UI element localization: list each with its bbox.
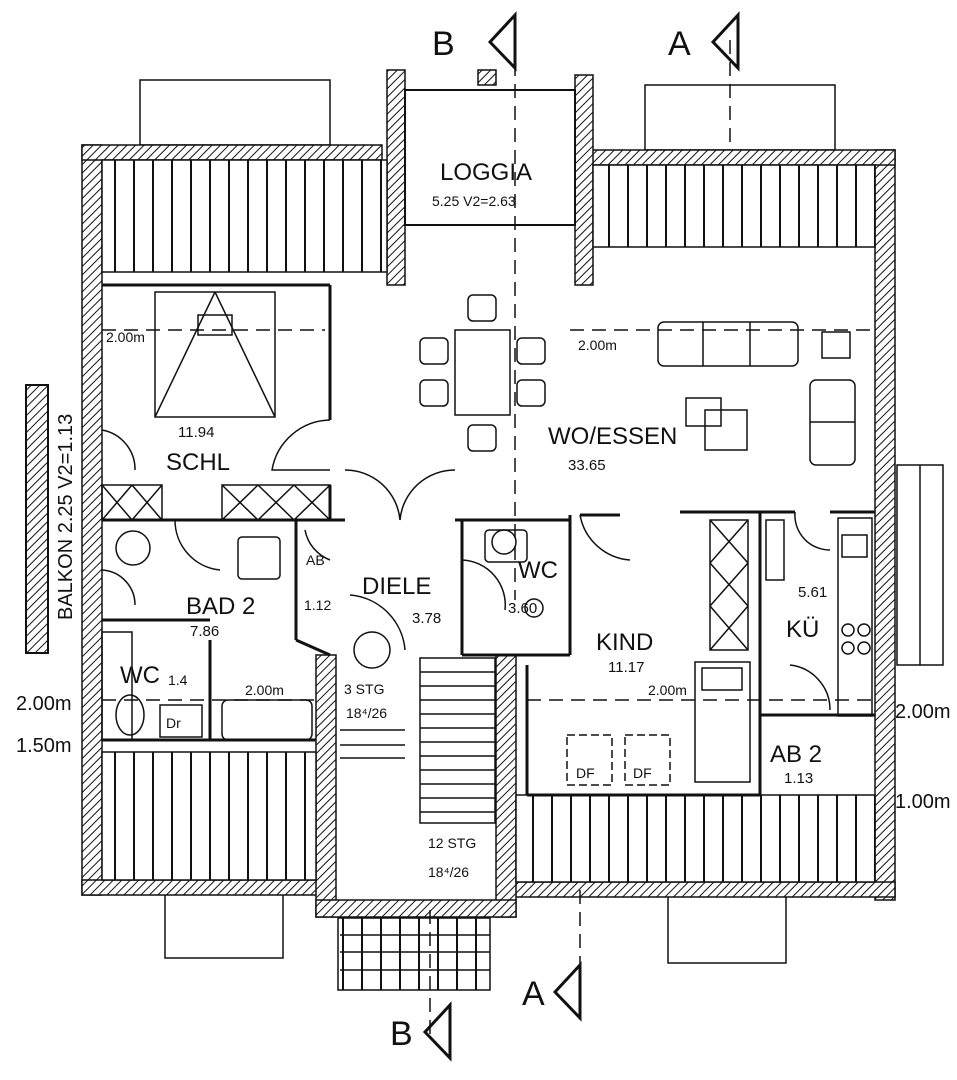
dim-schl: 2.00m — [106, 329, 145, 345]
dr-label: Dr — [166, 715, 181, 731]
diele-area: 3.78 — [412, 610, 441, 627]
door-swings — [101, 419, 831, 711]
section-markers — [422, 11, 740, 1062]
dim-left-upper: 2.00m — [16, 693, 72, 715]
dim-right-upper: 2.00m — [895, 701, 951, 723]
bad-label: BAD 2 — [186, 593, 255, 620]
stairs-lower-count: 12 STG — [428, 835, 476, 851]
interior-walls — [102, 283, 875, 797]
wardrobe — [101, 484, 749, 651]
balcony-outline — [25, 384, 49, 654]
wc-right-label: WC — [518, 557, 558, 584]
section-b-bottom: B — [390, 1015, 413, 1053]
section-a-top-arrow — [710, 11, 740, 72]
wc-left-label: WC — [120, 662, 160, 689]
section-a-bottom-arrow — [552, 961, 582, 1022]
skylight-2: DF — [633, 765, 652, 781]
kid-furniture — [566, 661, 751, 786]
section-a-top: A — [668, 25, 691, 63]
dim-left-lower: 1.50m — [16, 735, 72, 757]
loggia-label: LOGGIA — [440, 159, 532, 186]
stairs-lower-ratio: 18⁴/26 — [428, 864, 469, 880]
bath-fixtures — [101, 464, 944, 741]
stairs-upper-count: 3 STG — [344, 681, 384, 697]
staircase — [340, 631, 496, 971]
ab2-area: 1.13 — [784, 770, 813, 787]
loggia-size: 5.25 V2=2.63 — [432, 193, 516, 209]
section-b-bottom-arrow — [422, 1001, 452, 1062]
sloped-ceiling-zones — [101, 159, 876, 991]
balkon-label: BALKON 2.25 V2=1.13 — [55, 414, 77, 620]
ku-label: KÜ — [786, 616, 819, 643]
ku-area: 5.61 — [798, 584, 827, 601]
bad-area: 7.86 — [190, 623, 219, 640]
ab-label: AB — [306, 552, 325, 568]
dining-set — [419, 294, 546, 452]
dashed-lines — [102, 40, 875, 1040]
loggia — [404, 89, 576, 226]
skylight-1: DF — [576, 765, 595, 781]
dim-bad: 2.00m — [245, 682, 284, 698]
section-a-bottom: A — [522, 975, 545, 1013]
schl-label: SCHL — [166, 449, 230, 476]
diele-label: DIELE — [362, 573, 431, 600]
schl-area: 11.94 — [178, 424, 214, 441]
wc-right-area: 3.60 — [508, 600, 537, 617]
wc-left-area: 1.4 — [168, 672, 188, 688]
bed — [154, 291, 276, 418]
wo-essen-area: 33.65 — [568, 457, 606, 474]
section-b-top-arrow — [487, 11, 517, 72]
kind-label: KIND — [596, 629, 653, 656]
wo-essen-label: WO/ESSEN — [548, 423, 677, 450]
kind-area: 11.17 — [608, 659, 644, 676]
dim-right-lower: 1.00m — [895, 791, 951, 813]
dim-wo: 2.00m — [578, 337, 617, 353]
living-furniture — [657, 321, 856, 466]
stairs-upper-ratio: 18⁴/26 — [346, 705, 387, 721]
dim-kind: 2.00m — [648, 682, 687, 698]
ab-area: 1.12 — [304, 597, 331, 613]
section-b-top: B — [432, 25, 455, 63]
ab2-label: AB 2 — [770, 741, 822, 768]
